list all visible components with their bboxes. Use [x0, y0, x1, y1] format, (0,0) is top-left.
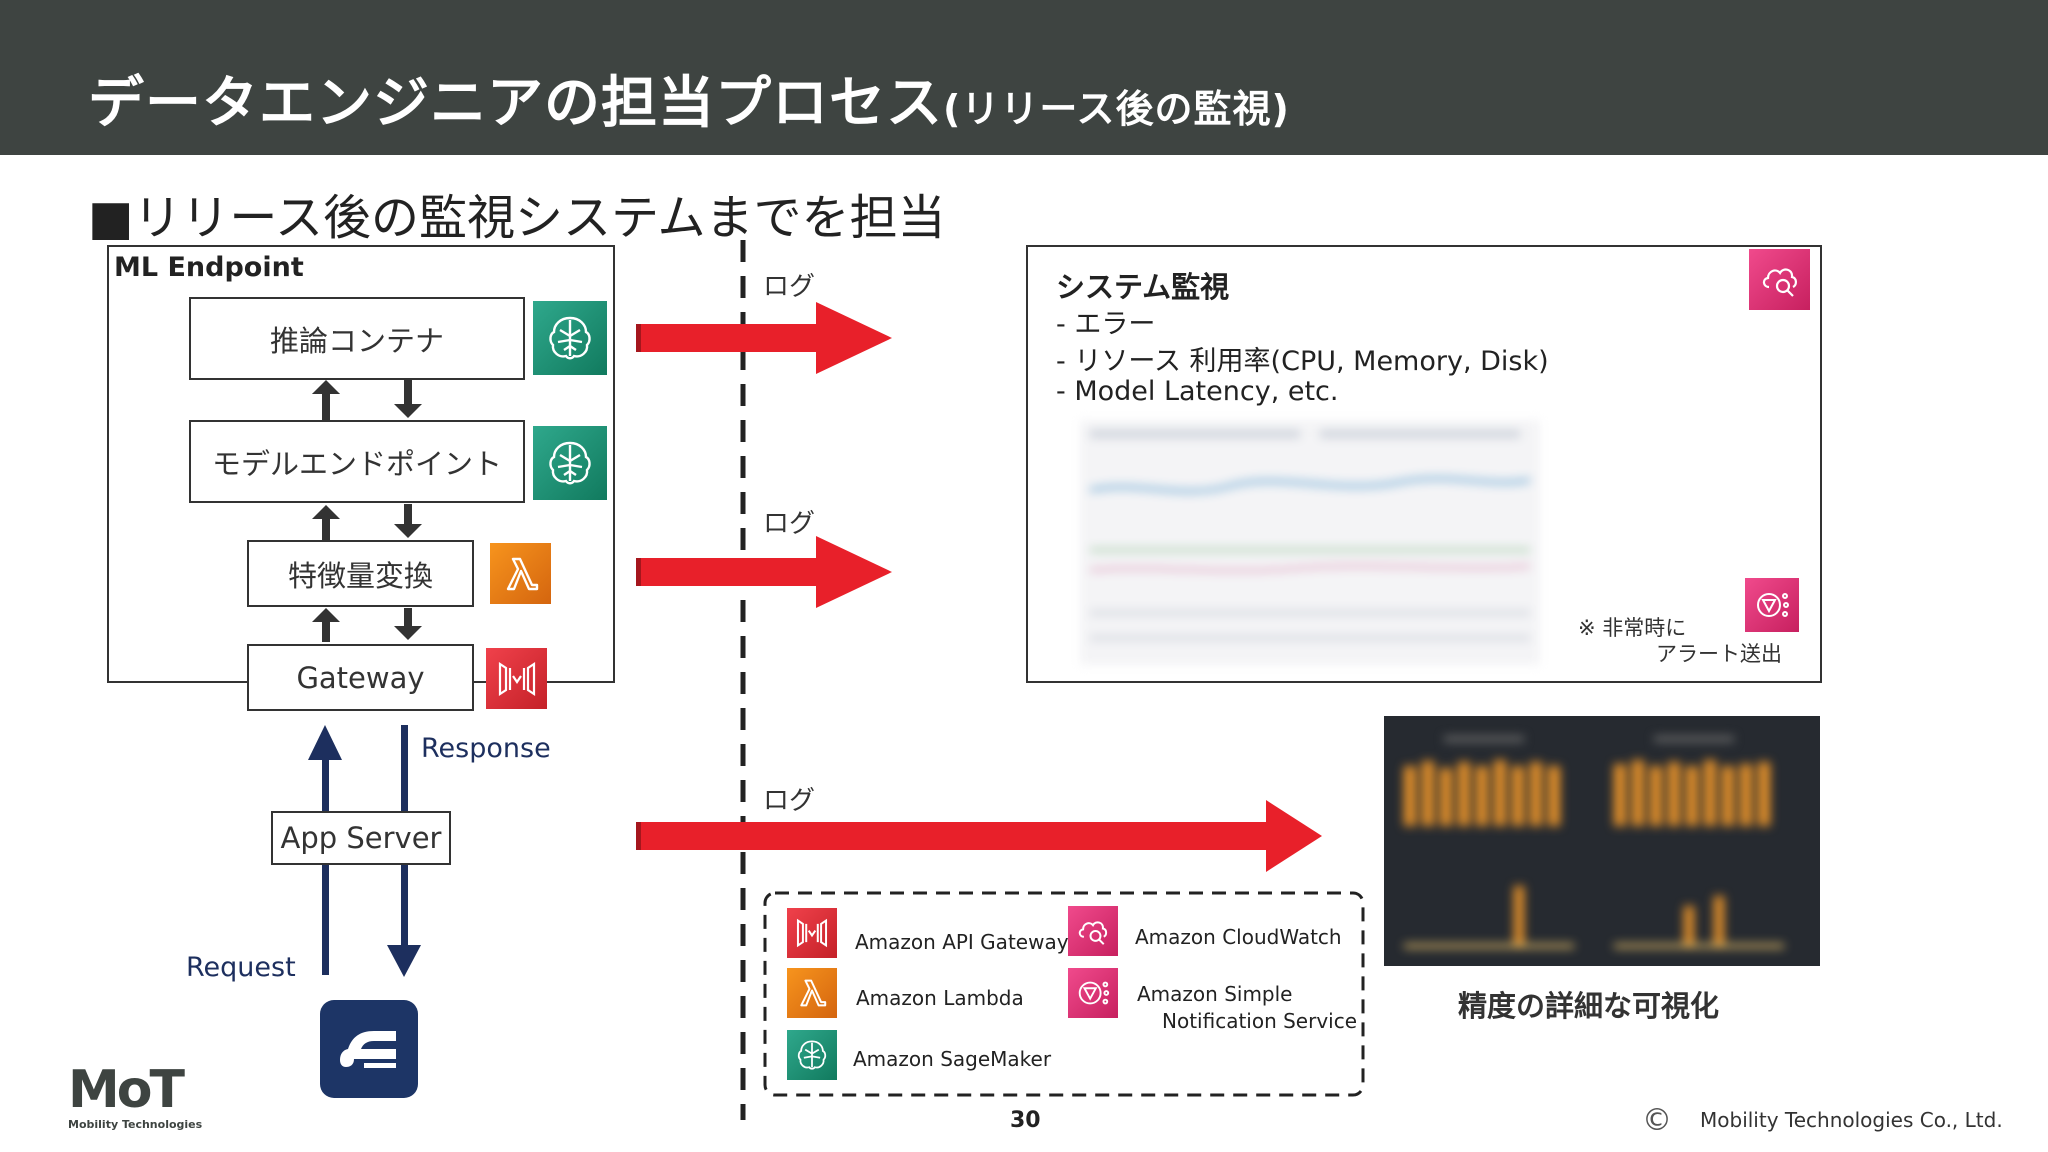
app-server-label: App Server [280, 821, 442, 855]
page-title: データエンジニアの担当プロセス(リリース後の監視) [88, 58, 1290, 139]
log-label-1: ログ [763, 272, 816, 302]
section-heading: ■リリース後の監視システムまでを担当 [88, 190, 946, 246]
title-main: データエンジニアの担当プロセス [88, 71, 943, 136]
car-app-icon [320, 1000, 418, 1098]
response-label: Response [421, 733, 551, 764]
request-label: Request [186, 952, 296, 983]
copyright-icon: © [1642, 1103, 1672, 1138]
legend-sns-line-1: Amazon Simple [1137, 982, 1293, 1006]
company-name: Mobility Technologies Co., Ltd. [1700, 1108, 2003, 1132]
cloudwatch-icon [1068, 906, 1118, 956]
logo-mark: MoT [68, 1060, 185, 1120]
title-sub: (リリース後の監視) [943, 87, 1290, 131]
sns-icon [1745, 578, 1799, 632]
app-server-box: App Server [271, 811, 451, 865]
page-number: 30 [1010, 1108, 1041, 1133]
logo-subtext: Mobility Technologies [68, 1118, 203, 1131]
ml-endpoint-label: ML Endpoint [114, 252, 304, 283]
log-label-3: ログ [763, 786, 816, 816]
alert-note-line-1: ※ 非常時に [1578, 616, 1687, 640]
lambda-icon [787, 968, 837, 1018]
inference-container-label: 推論コンテナ [269, 323, 444, 358]
log-arrow-1 [636, 302, 892, 374]
lambda-icon [490, 543, 551, 604]
log-arrow-3 [636, 800, 1322, 872]
cloudwatch-dashboard-image [1080, 420, 1540, 665]
model-endpoint-label: モデルエンドポイント [211, 446, 502, 481]
header-bar [0, 0, 2048, 155]
sagemaker-icon [533, 426, 607, 500]
inference-container-box: 推論コンテナ [189, 297, 525, 380]
legend-border [763, 891, 1365, 1097]
legend-lambda: Amazon Lambda [856, 986, 1024, 1010]
accuracy-caption: 精度の詳細な可視化 [1458, 989, 1720, 1023]
alert-note-line-2: アラート送出 [1656, 642, 1782, 666]
gateway-box: Gateway [247, 644, 474, 711]
gateway-label: Gateway [296, 660, 425, 695]
sagemaker-icon [787, 1030, 837, 1080]
legend-api-gateway: Amazon API Gateway [855, 930, 1069, 954]
monitoring-title: システム監視 [1056, 270, 1230, 304]
monitoring-line-latency: - Model Latency, etc. [1056, 376, 1339, 407]
legend-sagemaker: Amazon SageMaker [853, 1047, 1052, 1071]
divider-line [740, 240, 746, 1120]
legend-cloudwatch: Amazon CloudWatch [1135, 925, 1342, 949]
sagemaker-icon [533, 301, 607, 375]
mot-logo: MoT Mobility Technologies [68, 1062, 208, 1142]
api-gateway-icon [486, 648, 547, 709]
feature-transform-box: 特徴量変換 [247, 540, 474, 607]
request-response-arrows [308, 725, 421, 977]
feature-transform-label: 特徴量変換 [287, 558, 433, 593]
api-gateway-icon [787, 908, 837, 958]
log-label-2: ログ [763, 509, 816, 539]
legend-sns-line-2: Notification Service [1162, 1009, 1358, 1033]
sns-icon [1068, 968, 1118, 1018]
monitoring-line-resources: - リソース 利用率(CPU, Memory, Disk) [1056, 346, 1549, 377]
model-endpoint-box: モデルエンドポイント [189, 420, 525, 503]
cloudwatch-icon [1749, 249, 1810, 310]
monitoring-line-errors: - エラー [1056, 309, 1156, 340]
internal-flow-arrows [312, 380, 422, 642]
accuracy-dashboard-image [1384, 716, 1820, 966]
log-arrow-2 [636, 536, 892, 608]
